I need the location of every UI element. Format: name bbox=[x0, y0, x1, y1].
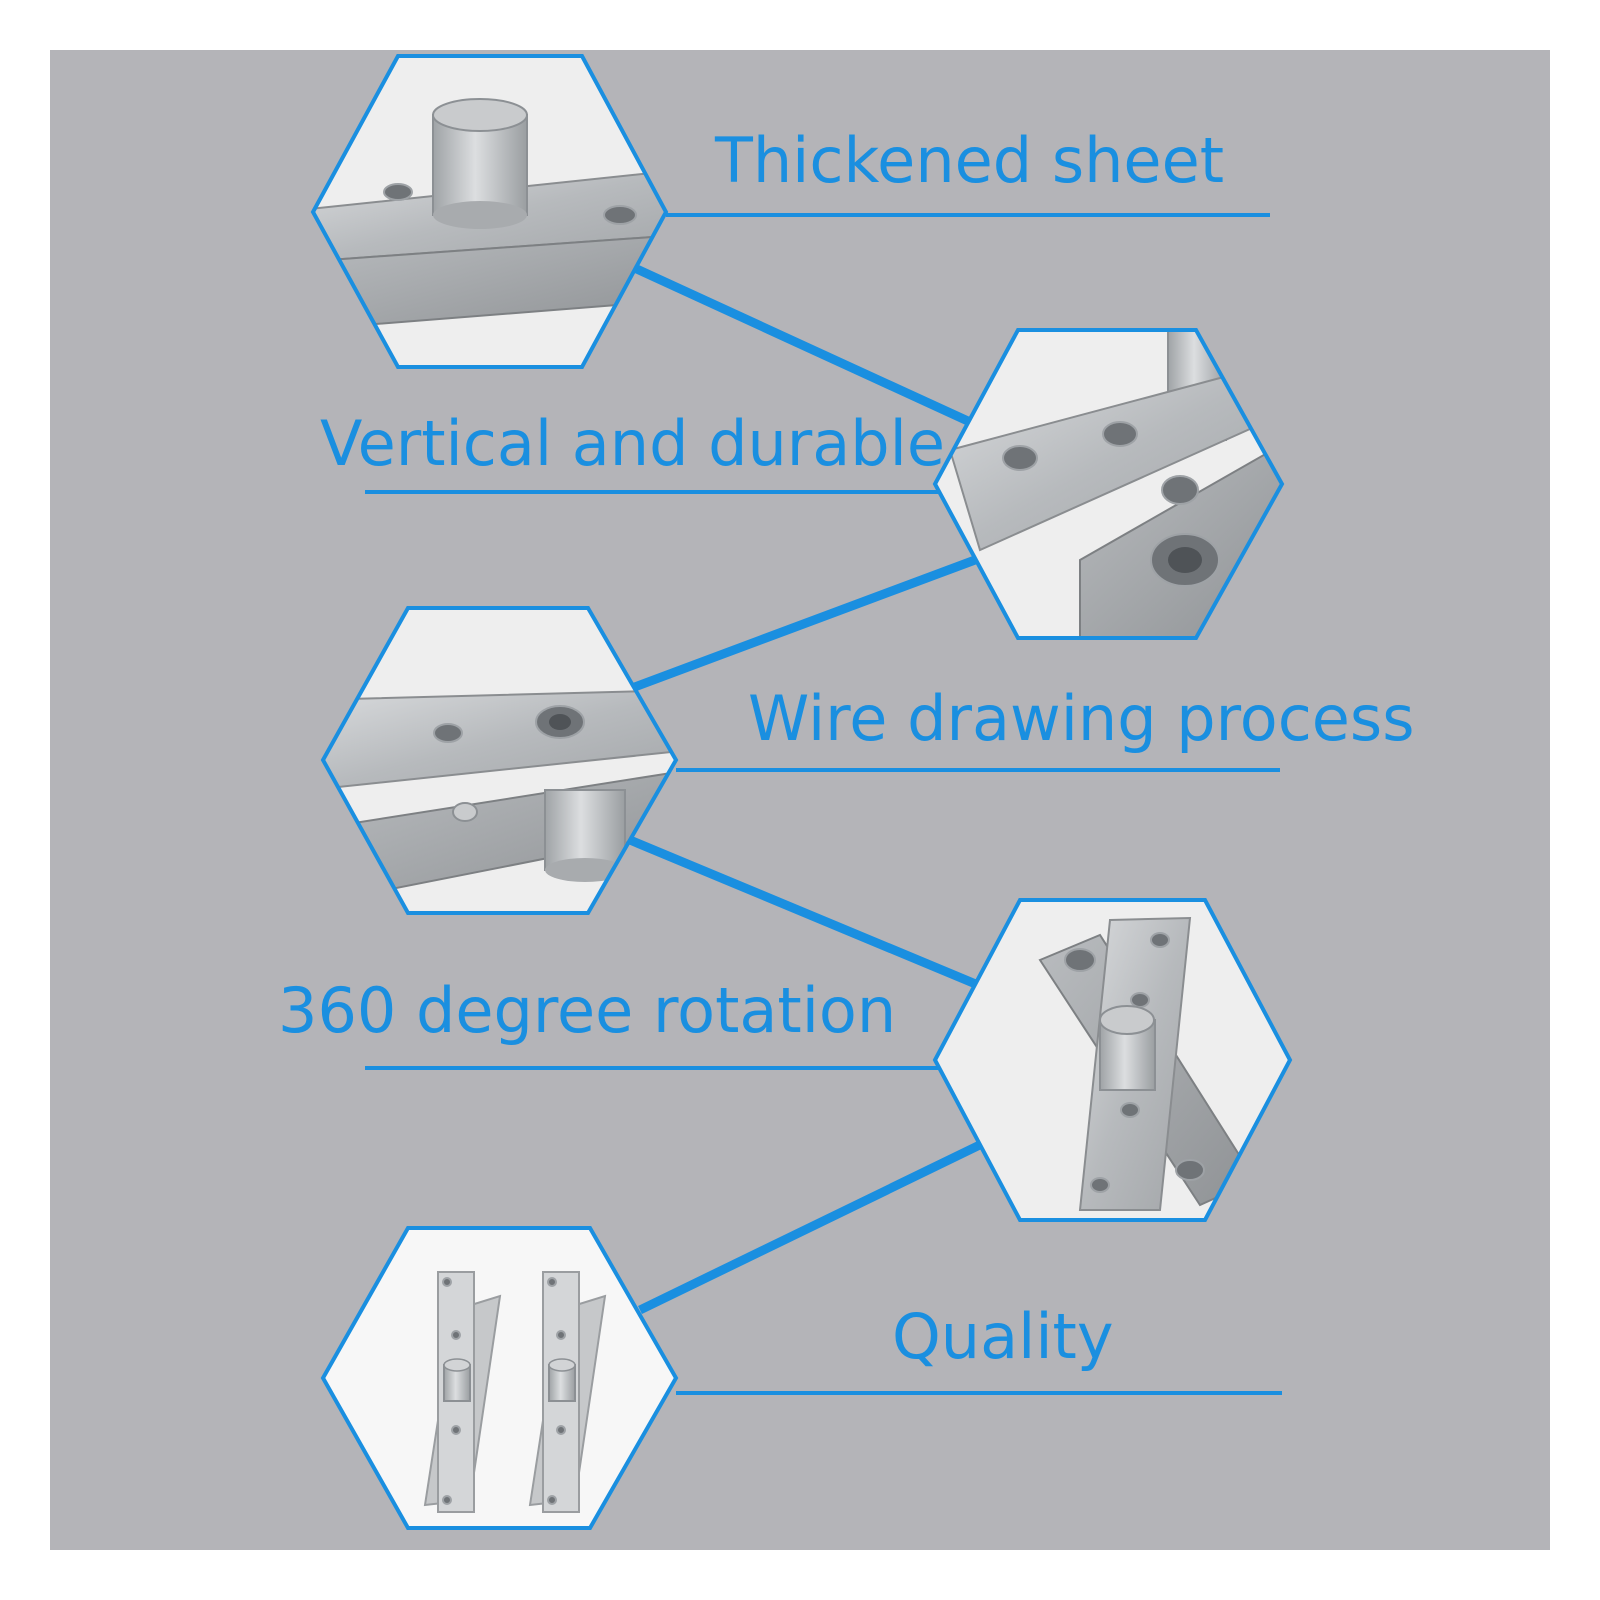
connector-line-3 bbox=[628, 835, 992, 995]
background-panel bbox=[50, 50, 1550, 1550]
feature-label-wire-drawing: Wire drawing process bbox=[748, 682, 1415, 755]
feature-label-360-rotation: 360 degree rotation bbox=[278, 974, 896, 1047]
feature-label-thickened-sheet: Thickened sheet bbox=[714, 124, 1224, 197]
connector-line-2 bbox=[630, 555, 977, 693]
underline-rules bbox=[365, 213, 1282, 1395]
hex-image-rotated-hinge bbox=[932, 898, 1293, 1222]
hex-image-angled-plates bbox=[932, 328, 1285, 640]
feature-label-vertical-durable: Vertical and durable bbox=[320, 407, 945, 480]
hex-image-side-plates bbox=[320, 606, 679, 915]
connector-line-1 bbox=[626, 260, 972, 427]
feature-label-quality: Quality bbox=[892, 1300, 1114, 1373]
connector-lines bbox=[626, 260, 992, 1315]
hex-image-hinge-pair bbox=[320, 1226, 679, 1530]
connector-line-4 bbox=[638, 1135, 992, 1315]
hex-image-pivot-pin bbox=[310, 54, 669, 369]
